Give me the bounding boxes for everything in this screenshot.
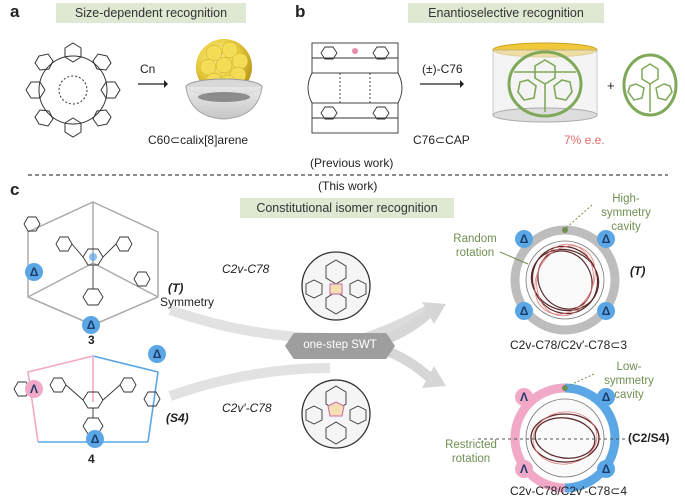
isomer-label-c2v-prime: C2v′-C78 xyxy=(222,401,272,415)
rotation-pointer-top xyxy=(499,251,529,265)
symmetry-label-t-right: (T) xyxy=(630,264,646,278)
delta-badge-c3c: Δ xyxy=(515,302,533,320)
arrow-label-cn: Cn xyxy=(140,62,156,76)
delta-badge-c4a: Δ xyxy=(597,388,615,406)
lambda-badge-c4a: Λ xyxy=(515,388,533,406)
lambda-badge-c4b: Λ xyxy=(515,460,533,478)
calixarene-structure xyxy=(25,42,121,138)
delta-badge-c3b: Δ xyxy=(597,230,615,248)
panel-label-b: b xyxy=(295,2,306,21)
c76-in-cylinder-image xyxy=(492,42,598,123)
delta-badge-3b: Δ xyxy=(82,316,100,334)
delta-badge-3a: Δ xyxy=(25,263,43,281)
banner-size-dependent: Size-dependent recognition xyxy=(56,3,246,23)
symmetry-label-c2s4: (C2/S4) xyxy=(628,431,670,445)
c78-c2v-image xyxy=(301,251,371,321)
lambda-badge-4: Λ xyxy=(25,380,43,398)
compound-3-structure xyxy=(23,201,159,326)
panel-label-a: a xyxy=(10,2,20,21)
delta-badge-4b: Δ xyxy=(86,430,104,448)
cavity-pointer-top xyxy=(564,204,593,230)
compound-label-4: 4 xyxy=(88,452,95,466)
arrow-b xyxy=(420,80,464,88)
banner-constitutional-isomer: Constitutional isomer recognition xyxy=(240,198,454,218)
banner-enantioselective: Enantioselective recognition xyxy=(408,3,604,23)
symmetry-word: Symmetry xyxy=(160,295,214,309)
panel-label-c: c xyxy=(10,180,20,199)
delta-badge-c4b: Δ xyxy=(597,460,615,478)
isomer-label-c2v: C2v-C78 xyxy=(222,262,270,276)
cavity-pointer-bottom xyxy=(567,373,595,387)
this-work-label: (This work) xyxy=(318,179,378,193)
symmetry-label-s4-left: (S4) xyxy=(166,411,189,425)
c60-in-bowl-image xyxy=(185,39,263,120)
cap-structure xyxy=(307,42,403,134)
symmetry-label-t-left: (T) xyxy=(168,281,184,295)
high-symmetry-cavity-label: High-symmetry cavity xyxy=(601,193,651,233)
c78-c2v-prime-image xyxy=(301,379,371,449)
caption-complex-3: C2v-C78/C2v′-C78⊂3 xyxy=(510,338,628,352)
complex-3-image xyxy=(510,225,620,335)
plus-sign: + xyxy=(607,78,615,93)
delta-badge-c3a: Δ xyxy=(515,230,533,248)
ee-value: 7% e.e. xyxy=(564,133,605,147)
divider-line xyxy=(28,174,668,176)
delta-badge-4a: Δ xyxy=(148,345,166,363)
restricted-rotation-label: Restricted rotation xyxy=(445,439,497,465)
arrow-label-c76: (±)-C76 xyxy=(422,62,463,76)
random-rotation-label: Random rotation xyxy=(453,233,497,259)
caption-c76-cap: C76⊂CAP xyxy=(413,133,470,147)
previous-work-label: (Previous work) xyxy=(310,156,394,170)
complex-4-image xyxy=(510,383,620,493)
arrow-a xyxy=(138,80,168,88)
low-symmetry-cavity-label: Low-symmetry cavity xyxy=(604,361,654,401)
swt-process-box xyxy=(285,333,395,359)
caption-complex-4: C2v-C78/C2v′-C78⊂4 xyxy=(510,484,628,498)
delta-badge-c3d: Δ xyxy=(597,302,615,320)
compound-label-3: 3 xyxy=(88,333,95,347)
c76-free-image xyxy=(622,53,678,117)
caption-c60-calixarene: C60⊂calix[8]arene xyxy=(148,133,249,147)
c2-axis-line xyxy=(478,438,628,440)
swt-process-label: one-step SWT xyxy=(303,339,377,351)
